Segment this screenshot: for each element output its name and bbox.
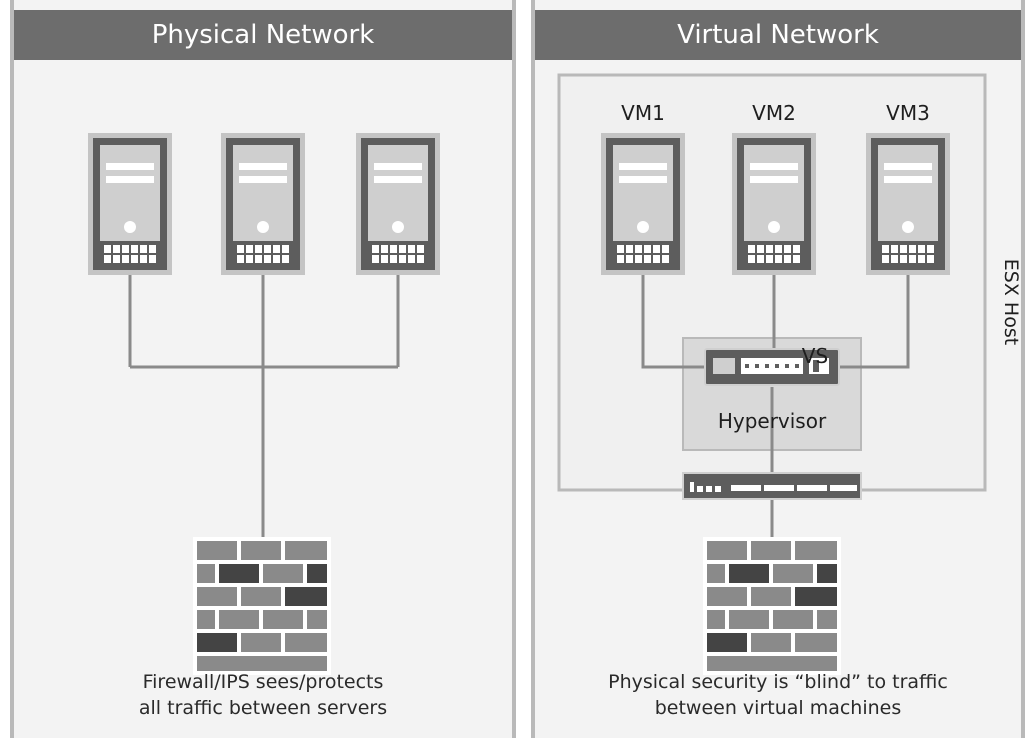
physical-switch-icon [682, 472, 862, 500]
physical-firewall-icon [193, 537, 331, 675]
esx-host-label: ESX Host [1000, 258, 1022, 346]
vm2-server-icon [732, 133, 816, 275]
physical-caption: Firewall/IPS sees/protects all traffic b… [14, 669, 512, 721]
vm3-server-icon [866, 133, 950, 275]
virtual-switch-icon [704, 348, 840, 386]
virtual-network-title: Virtual Network [535, 10, 1021, 60]
virtual-caption-line-2: between virtual machines [654, 697, 902, 719]
vs-label: VS [801, 344, 829, 368]
virtual-caption: Physical security is “blind” to traffic … [535, 669, 1021, 721]
physical-server-3-icon [356, 133, 440, 275]
vm2-label: VM2 [752, 101, 796, 125]
physical-network-title: Physical Network [14, 10, 512, 60]
physical-connection-lines [128, 275, 400, 540]
physical-server-1-icon [88, 133, 172, 275]
virtual-caption-line-1: Physical security is “blind” to traffic [608, 671, 948, 693]
physical-caption-line-1: Firewall/IPS sees/protects [142, 671, 384, 693]
physical-caption-line-2: all traffic between servers [138, 697, 388, 719]
hypervisor-label: Hypervisor [717, 409, 827, 433]
virtual-connection-lines [641, 275, 910, 540]
vm1-server-icon [601, 133, 685, 275]
vm1-label: VM1 [621, 101, 665, 125]
physical-server-2-icon [221, 133, 305, 275]
virtual-firewall-icon [703, 537, 841, 675]
vm3-label: VM3 [886, 101, 930, 125]
